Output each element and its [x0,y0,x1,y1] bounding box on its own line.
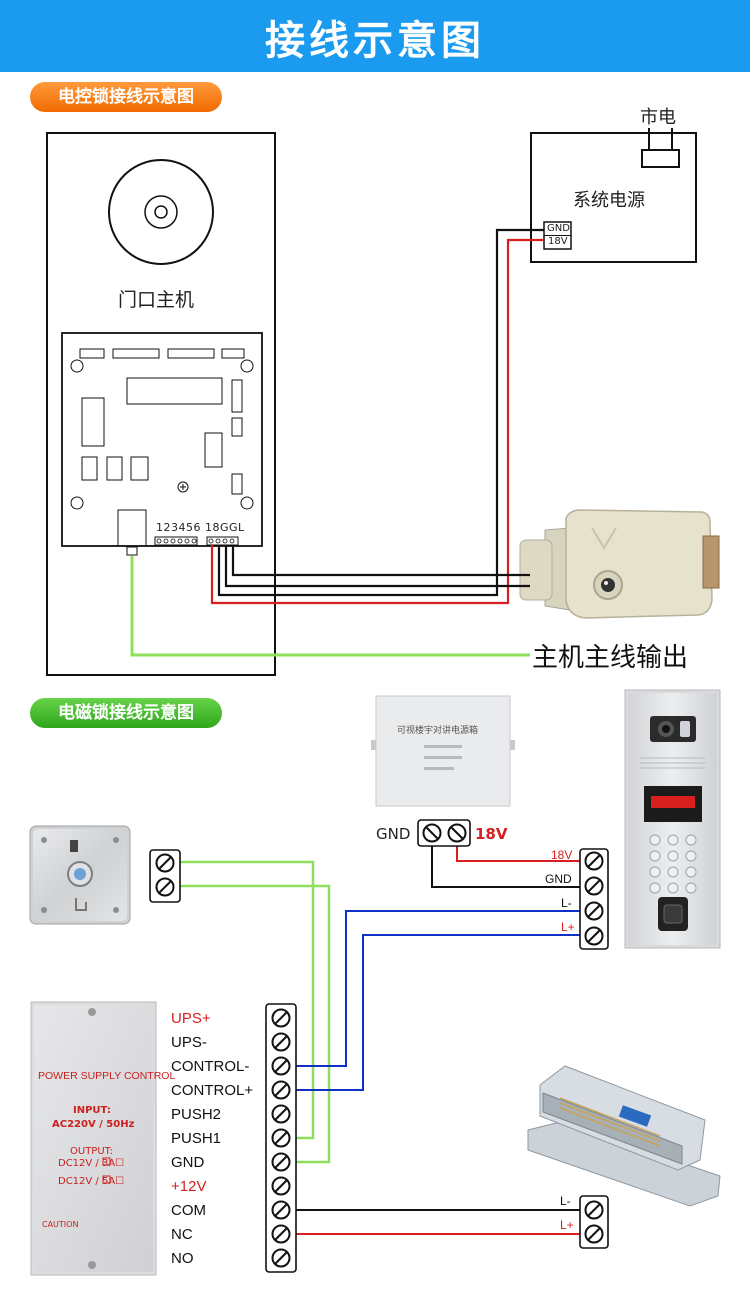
panel-term-18v: 18V [551,848,573,862]
wire-gnd-1 [217,228,544,597]
power-supply-control-image [30,1001,157,1276]
mains-label: 市电 [640,107,676,128]
psu-18v-label: 18V [548,236,568,247]
speaker-icon [108,159,214,265]
adapter-gnd-label: GND [376,825,411,843]
terminal-maglock [579,1195,609,1249]
psu-caution: CAUTION [42,1220,79,1229]
wire-l [231,545,530,577]
power-adapter-image [371,695,515,807]
strip-label-com: COM [171,1202,206,1219]
system-power-box [530,132,697,263]
terminal-psu-strip [265,1003,297,1273]
strip-label-push1: PUSH1 [171,1130,222,1147]
psu-output-label: OUTPUT: [70,1146,114,1157]
section-badge-electric-lock: 电控锁接线示意图 [30,82,222,112]
pcb-board [61,332,263,556]
exit-button-image [29,825,131,925]
page-title: 接线示意图 [265,18,485,64]
strip-label-nc: NC [171,1226,193,1243]
strip-label-ups-plus: UPS+ [171,1010,211,1027]
maglock-term-l-minus: L- [560,1194,571,1208]
wire-green-gnd [180,884,331,1164]
psu-gnd-label: GND [547,223,570,234]
header-banner: 接线示意图 [0,0,750,72]
strip-label-control-minus: CONTROL- [171,1058,250,1075]
terminal-exit-button [149,849,181,903]
wire-red-18v [210,238,544,605]
pcb-terminal-power: 18GGL [205,521,245,534]
door-station-label: 门口主机 [118,289,195,311]
strip-label-control-plus: CONTROL+ [171,1082,254,1099]
wire-red-18v-adapter [456,846,580,862]
magnetic-lock-image [527,1065,721,1207]
wire-black-gnd-adapter [431,846,580,888]
panel-term-l-plus: L+ [561,920,575,934]
wire-green-output [130,556,530,657]
psu-input-label: INPUT: [73,1105,111,1116]
wire-blue-control-minus [291,910,580,1067]
electric-lock-image [519,509,720,619]
maglock-term-l-plus: L+ [560,1218,574,1232]
keypad-panel-image [624,689,721,949]
wire-blue-control-plus [291,934,580,1091]
pcb-terminal-digits: 123456 [156,521,201,534]
strip-label-push2: PUSH2 [171,1106,222,1123]
system-power-label: 系统电源 [573,190,645,211]
strip-label-gnd: GND [171,1154,205,1171]
wire-gnd-2 [224,545,530,588]
psu-output-2: DC12V / 5A☐ [58,1176,125,1187]
terminal-keypad-panel [579,848,609,950]
host-output-label: 主机主线输出 [532,643,689,673]
psu-box-title: POWER SUPPLY CONTROL [38,1070,176,1082]
adapter-box-text: 可视楼宇对讲电源箱 [397,726,479,736]
strip-label-12v: +12V [171,1178,207,1195]
psu-output-1: DC12V / 3A☐ [58,1158,125,1169]
door-station-outline [46,132,276,676]
terminal-adapter [417,819,471,847]
strip-label-no: NO [171,1250,194,1267]
panel-term-l-minus: L- [561,896,572,910]
section-badge-magnetic-lock: 电磁锁接线示意图 [30,698,222,728]
psu-input-value: AC220V / 50Hz [52,1119,135,1130]
strip-label-ups-minus: UPS- [171,1034,207,1051]
panel-term-gnd: GND [545,872,572,886]
wire-green-push1 [180,860,315,1140]
adapter-18v-label: 18V [475,825,508,843]
